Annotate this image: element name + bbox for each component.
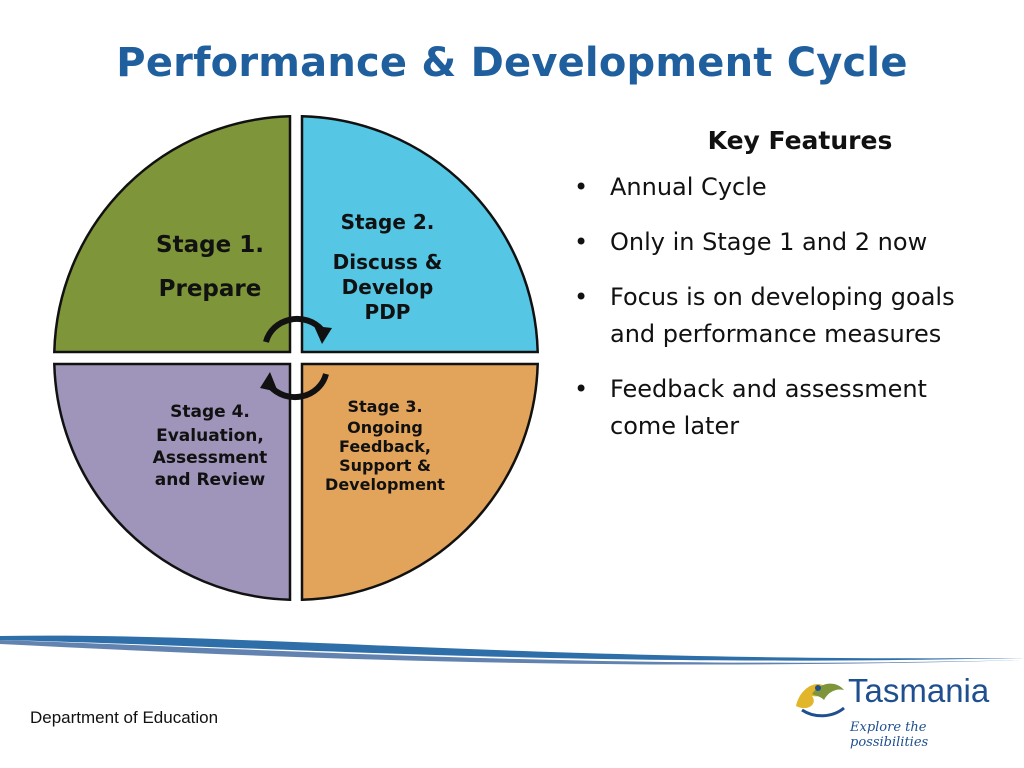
cycle-diagram	[53, 115, 539, 601]
feature-item: • Feedback and assessment come later	[560, 371, 1000, 445]
stage3-label: Ongoing Feedback, Support & Development	[325, 418, 445, 494]
feature-item: • Annual Cycle	[560, 169, 1000, 206]
key-features-heading: Key Features	[707, 126, 893, 155]
tasmania-logo: Tasmania Explore the possibilities	[790, 672, 990, 750]
key-features-list: • Annual Cycle • Only in Stage 1 and 2 n…	[560, 169, 1000, 445]
stage1-title: Stage 1.	[156, 232, 264, 258]
stage4-title: Stage 4.	[170, 402, 250, 422]
stage2-label: Discuss & Develop PDP	[332, 250, 443, 324]
stage1-quadrant	[53, 115, 292, 354]
bullet-icon: •	[574, 228, 589, 256]
stage3-title: Stage 3.	[347, 397, 423, 416]
cycle-arrow-icon	[263, 315, 332, 344]
feature-text: Feedback and assessment come later	[610, 375, 927, 440]
feature-text: Annual Cycle	[610, 173, 767, 201]
key-features-panel: Key Features • Annual Cycle • Only in St…	[560, 126, 1000, 463]
feature-item: • Focus is on developing goals and perfo…	[560, 279, 1000, 353]
stage1-label: Prepare	[158, 276, 262, 302]
stage2-title: Stage 2.	[340, 210, 435, 234]
tasmania-emblem-icon	[796, 683, 845, 718]
cycle-arrow-icon	[260, 372, 329, 401]
logo-tagline: Explore the possibilities	[850, 720, 929, 750]
bullet-icon: •	[574, 375, 589, 403]
stage2-quadrant	[300, 115, 539, 354]
feature-text: Focus is on developing goals and perform…	[610, 283, 955, 348]
slide-title: Performance & Development Cycle	[116, 40, 908, 86]
feature-text: Only in Stage 1 and 2 now	[610, 228, 928, 256]
bullet-icon: •	[574, 283, 589, 311]
stage4-label: Evaluation, Assessment and Review	[152, 426, 268, 490]
footer-wave	[0, 635, 1024, 665]
logo-name: Tasmania	[848, 672, 990, 709]
stage4-quadrant	[53, 362, 292, 601]
stage3-quadrant	[300, 362, 539, 601]
feature-item: • Only in Stage 1 and 2 now	[560, 224, 1000, 261]
department-name: Department of Education	[30, 708, 219, 727]
bullet-icon: •	[574, 173, 589, 201]
